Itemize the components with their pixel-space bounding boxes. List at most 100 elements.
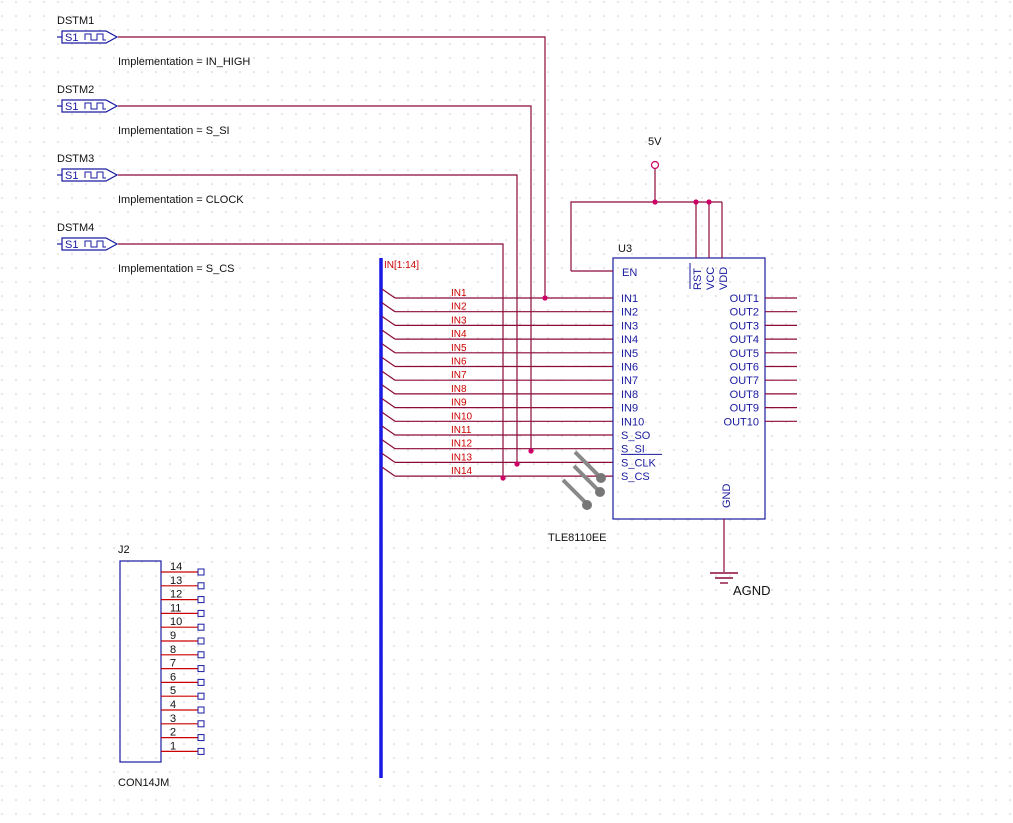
- bus-entries: IN1IN2IN3IN4IN5IN6IN7IN8IN9IN10IN11IN12I…: [381, 288, 613, 477]
- ic-pin-out2: OUT2: [730, 307, 759, 319]
- connector-pin-number: 8: [170, 644, 176, 656]
- connector-pin[interactable]: 2: [161, 727, 205, 742]
- ic-pin-in8: IN8: [621, 389, 638, 401]
- voltage-probe-icon[interactable]: [572, 464, 605, 497]
- digital-stimulus-flag-icon[interactable]: [61, 99, 119, 113]
- stimulus-source: S1: [65, 239, 78, 251]
- ic-pin-vcc: VCC: [705, 267, 717, 290]
- stimulus-source: S1: [65, 101, 78, 113]
- connector-pin[interactable]: 7: [161, 658, 205, 673]
- connector-pin[interactable]: 10: [161, 616, 205, 631]
- net-label: IN3: [451, 315, 467, 326]
- wire-dstm1[interactable]: [118, 36, 546, 298]
- connector-ref: J2: [118, 544, 130, 556]
- ic-pin-s-so: S_SO: [621, 430, 651, 442]
- junction-dot: [693, 199, 699, 205]
- connector-pin-number: 12: [170, 589, 182, 601]
- stimulus-name: DSTM2: [57, 84, 94, 96]
- connector-pin[interactable]: 5: [161, 685, 205, 700]
- connector-pin[interactable]: 3: [161, 713, 205, 728]
- digital-stimulus-flag-icon[interactable]: [61, 168, 119, 182]
- connector-pin[interactable]: 11: [161, 602, 205, 617]
- connector-pin[interactable]: 13: [161, 575, 205, 590]
- net-in2[interactable]: IN2: [381, 302, 613, 313]
- ic-pin-in10: IN10: [621, 416, 644, 428]
- ic-pin-out10: OUT10: [724, 416, 759, 428]
- net-label: IN7: [451, 370, 467, 381]
- ic-pin-s-cs: S_CS: [621, 471, 650, 483]
- bus-in-1-14[interactable]: IN[1:14]: [379, 258, 419, 778]
- connector-pin[interactable]: 12: [161, 589, 205, 604]
- ic-pin-gnd: GND: [721, 484, 733, 509]
- stimulus-wires: [118, 36, 546, 478]
- ground-agnd[interactable]: GND AGND: [710, 484, 771, 599]
- ic-top-pins: RST VCC VDD: [689, 202, 730, 290]
- connector-pin[interactable]: 8: [161, 644, 205, 659]
- ic-body[interactable]: [612, 257, 766, 520]
- net-in13[interactable]: IN13: [381, 452, 613, 463]
- connector-body[interactable]: [119, 560, 162, 763]
- ic-pin-in1: IN1: [621, 293, 638, 305]
- net-label: IN13: [451, 452, 473, 463]
- digital-stimulus-flag-icon[interactable]: [61, 30, 119, 44]
- connector-j2[interactable]: J2 CON14JM: [118, 544, 169, 789]
- stimulus-name: DSTM3: [57, 153, 94, 165]
- net-in7[interactable]: IN7: [381, 370, 613, 381]
- net-in9[interactable]: IN9: [381, 398, 613, 409]
- net-in5[interactable]: IN5: [381, 343, 613, 354]
- connector-pin-number: 5: [170, 685, 176, 697]
- ic-pin-out3: OUT3: [730, 320, 759, 332]
- voltage-probe-icon[interactable]: [573, 450, 606, 483]
- net-in10[interactable]: IN10: [381, 411, 613, 422]
- stimulus-name: DSTM4: [57, 222, 94, 234]
- ic-pin-vdd: VDD: [718, 267, 730, 290]
- stimulus-implementation: Implementation = S_SI: [118, 125, 230, 137]
- ic-pin-in3: IN3: [621, 320, 638, 332]
- wire-dstm3[interactable]: [118, 174, 518, 464]
- ic-pin-out8: OUT8: [730, 389, 759, 401]
- power-5v[interactable]: 5V: [570, 136, 722, 271]
- wire-dstm4[interactable]: [118, 243, 504, 478]
- net-label: IN5: [451, 343, 467, 354]
- net-label: IN9: [451, 398, 467, 409]
- ic-pin-in4: IN4: [621, 334, 638, 346]
- ic-pin-out9: OUT9: [730, 403, 759, 415]
- net-in1[interactable]: IN1: [381, 288, 613, 299]
- net-in6[interactable]: IN6: [381, 357, 613, 368]
- ic-pin-in5: IN5: [621, 348, 638, 360]
- voltage-probe-icon[interactable]: [561, 478, 592, 510]
- net-label: IN4: [451, 329, 467, 340]
- net-label: IN6: [451, 357, 467, 368]
- net-in12[interactable]: IN12: [381, 439, 613, 450]
- ic-pin-in7: IN7: [621, 375, 638, 387]
- connector-pin[interactable]: 1: [161, 740, 205, 755]
- ic-u3[interactable]: U3 TLE8110EE EN: [548, 243, 766, 544]
- ic-left-pins: IN1IN2IN3IN4IN5IN6IN7IN8IN9IN10S_SOS_SIS…: [621, 293, 662, 483]
- junction-dot: [542, 295, 548, 301]
- net-in4[interactable]: IN4: [381, 329, 613, 340]
- connector-pin[interactable]: 9: [161, 630, 205, 645]
- ic-pin-in6: IN6: [621, 362, 638, 374]
- connector-pin[interactable]: 4: [161, 699, 205, 714]
- net-in8[interactable]: IN8: [381, 384, 613, 395]
- connector-pin[interactable]: 6: [161, 671, 205, 686]
- net-in11[interactable]: IN11: [381, 425, 613, 436]
- net-in3[interactable]: IN3: [381, 315, 613, 326]
- connector-pin-number: 1: [170, 740, 176, 752]
- net-label: IN1: [451, 288, 467, 299]
- connector-pin-number: 9: [170, 630, 176, 642]
- digital-stimulus-flag-icon[interactable]: [61, 237, 119, 251]
- ic-pin-rst: RST: [692, 268, 704, 290]
- power-bus-wire[interactable]: [570, 201, 722, 271]
- connector-pin-number: 3: [170, 713, 176, 725]
- junction-dots: [500, 199, 712, 481]
- connector-pin[interactable]: 14: [161, 561, 205, 576]
- wire-dstm2[interactable]: [118, 105, 532, 451]
